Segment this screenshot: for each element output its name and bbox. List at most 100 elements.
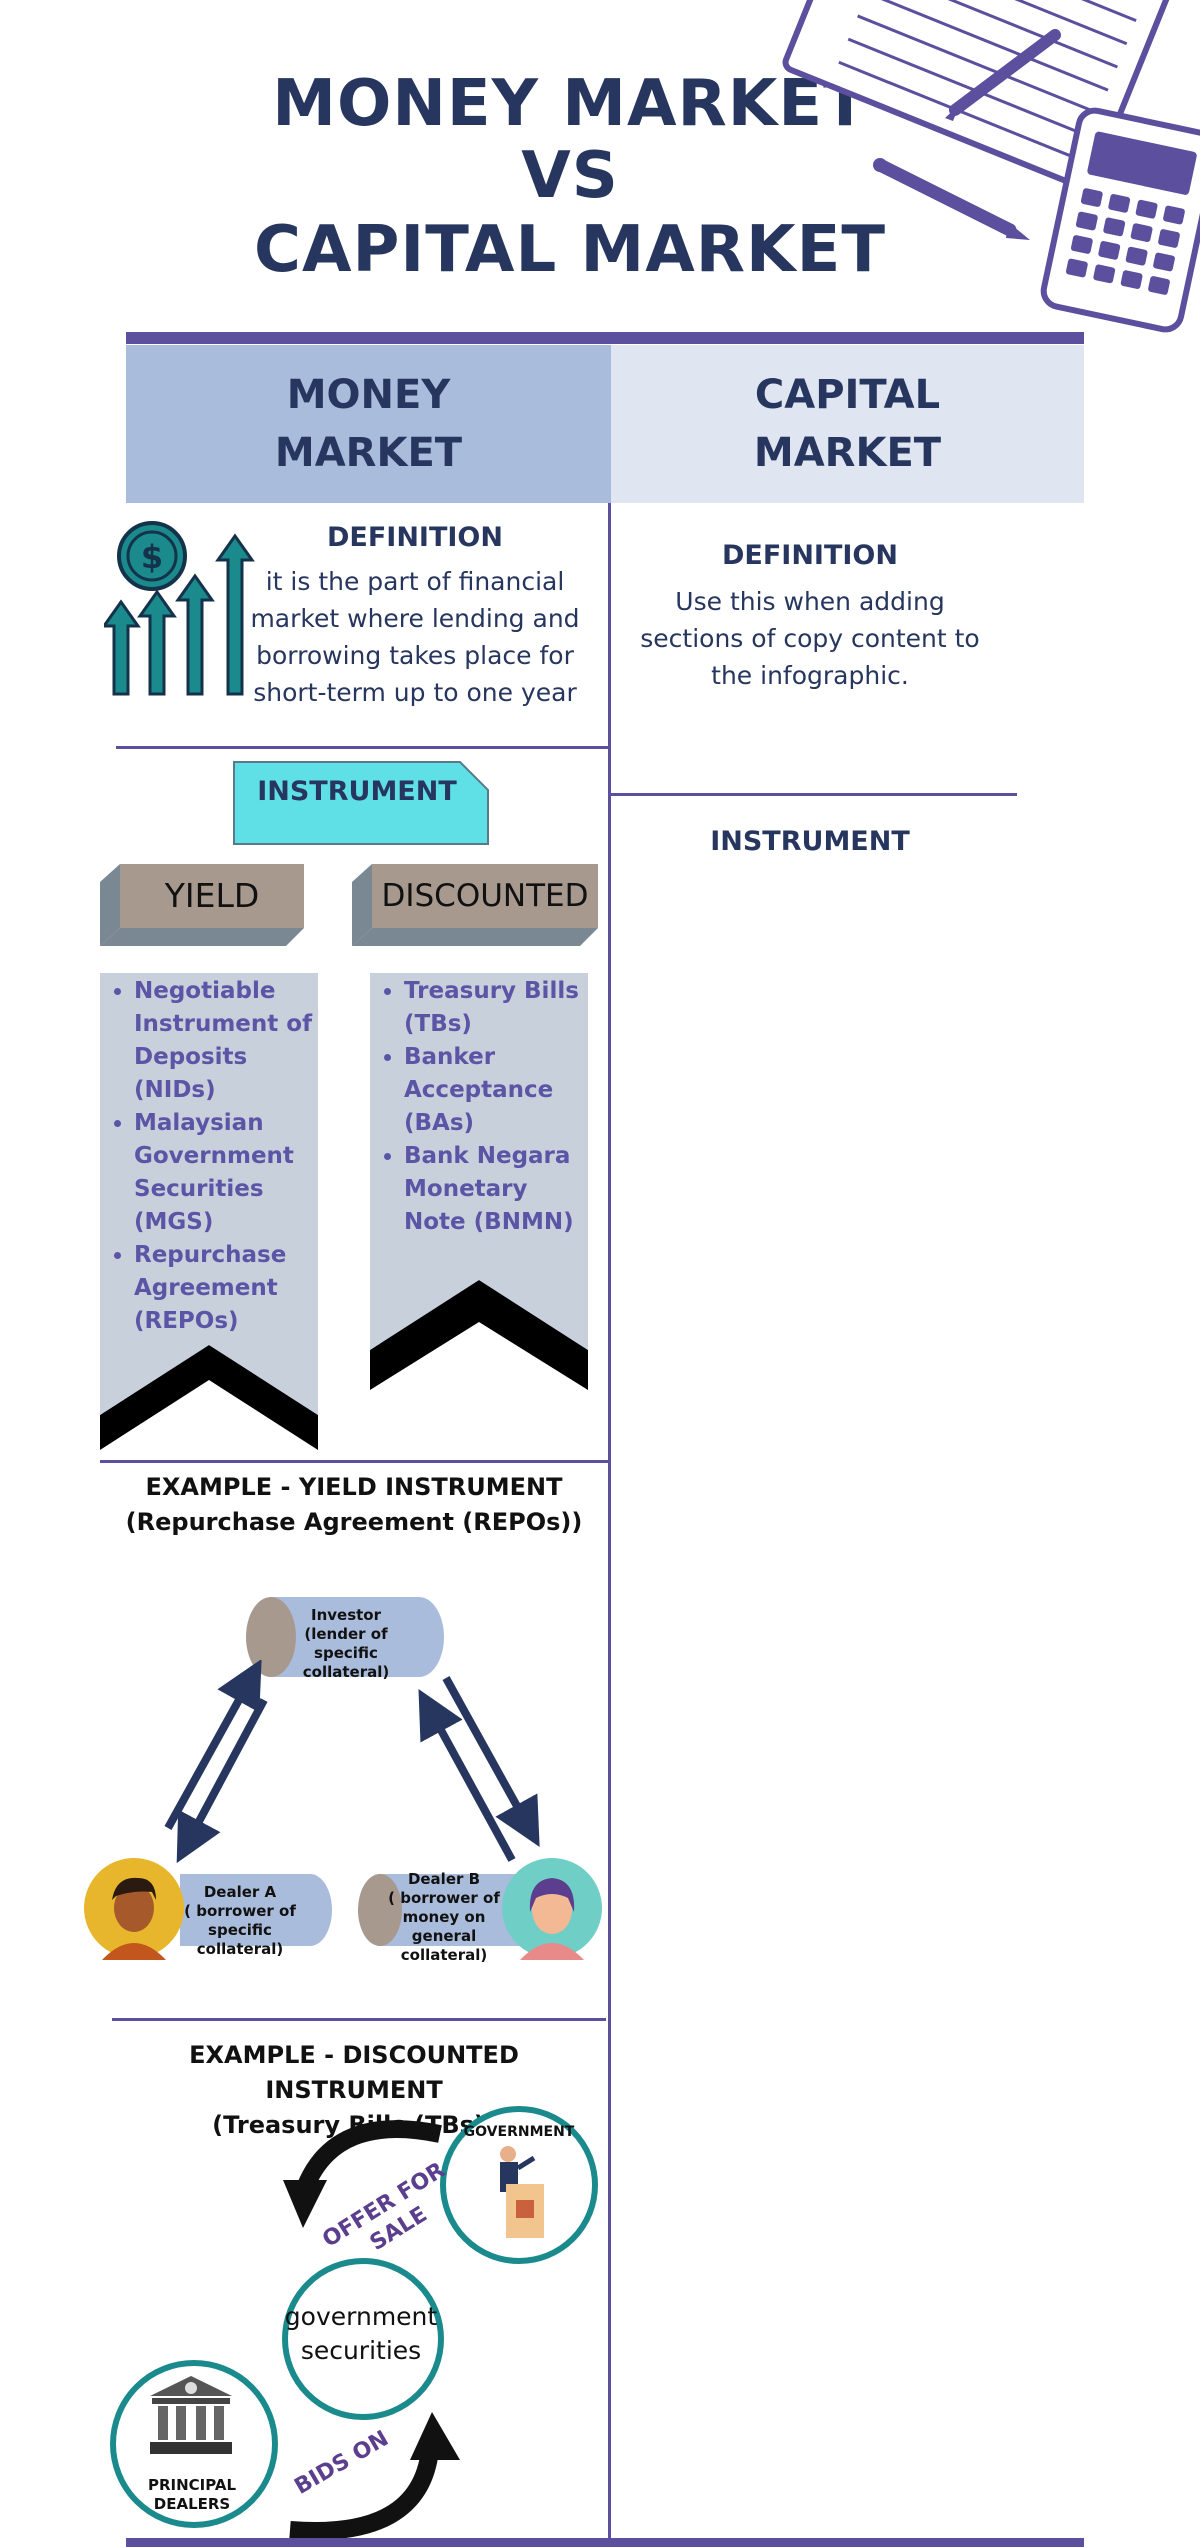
list-item: Repurchase Agreement (REPOs) <box>134 1239 318 1338</box>
yield-chevron-shape <box>100 1345 318 1450</box>
list-item-line: Repurchase <box>134 1242 287 1268</box>
list-item: Banker Acceptance (BAs) <box>404 1041 588 1140</box>
title-line-2: VS <box>521 139 619 213</box>
capital-definition-divider <box>611 793 1017 796</box>
calculator-icon <box>1040 107 1200 333</box>
center-line: securities <box>300 2336 422 2365</box>
government-securities-label: government securities <box>276 2300 446 2368</box>
dealer-a-avatar <box>84 1858 184 1960</box>
money-header-line1: MONEY <box>286 372 451 418</box>
header-top-rule <box>126 332 1084 344</box>
list-item: Negotiable Instrument of Deposits (NIDs) <box>134 975 318 1107</box>
yield-label: YIELD <box>164 876 260 915</box>
dealer-a-line: ( borrower of <box>184 1902 296 1920</box>
instrument-label: INSTRUMENT <box>257 776 457 807</box>
money-definition-title: DEFINITION <box>326 522 503 553</box>
dealer-a-cylinder <box>180 1874 332 1946</box>
list-item-line: (BAs) <box>404 1110 475 1136</box>
list-item-line: Negotiable <box>134 978 276 1004</box>
capital-definition-title: DEFINITION <box>721 540 898 571</box>
investor-cylinder <box>246 1597 444 1677</box>
principal-dealers-label: PRINCIPAL DEALERS <box>116 2476 268 2514</box>
money-definition-divider <box>116 746 608 749</box>
footer-rule <box>126 2538 1084 2547</box>
example-yield-title-line2: (Repurchase Agreement (REPOs)) <box>125 1508 583 1536</box>
government-securities-circle <box>282 2258 444 2420</box>
dealer-a-line: Dealer A <box>203 1883 277 1901</box>
investor-line: collateral) <box>302 1663 390 1681</box>
principal-line: DEALERS <box>153 2495 231 2513</box>
capital-instrument-title: INSTRUMENT <box>710 826 910 857</box>
list-item-line: Deposits <box>134 1044 248 1070</box>
list-item-line: Banker <box>404 1044 496 1070</box>
column-divider <box>608 503 611 2547</box>
pen-icon-2 <box>873 158 1030 240</box>
title-line-1: MONEY MARKET <box>272 67 868 141</box>
dealer-b-line: money on general <box>402 1908 486 1945</box>
money-definition-line: it is the part of financial <box>265 567 565 596</box>
dealer-b-label: Dealer B ( borrower of money on general … <box>370 1870 518 1965</box>
capital-header-line1: CAPITAL <box>754 372 941 418</box>
money-definition-text: it is the part of financial market where… <box>250 563 580 711</box>
dealer-a-line: specific collateral) <box>196 1921 284 1958</box>
principal-line: PRINCIPAL <box>147 2476 237 2494</box>
discounted-instrument-list: Treasury Bills (TBs) Banker Acceptance (… <box>370 973 588 1303</box>
list-item-line: (MGS) <box>134 1209 214 1235</box>
center-line: government <box>284 2302 438 2331</box>
capital-definition-text: Use this when adding sections of copy co… <box>630 583 990 694</box>
list-item-line: Agreement <box>134 1275 278 1301</box>
dealer-b-cylinder <box>358 1874 526 1946</box>
dealer-a-label: Dealer A ( borrower of specific collater… <box>178 1883 302 1959</box>
list-item: Bank Negara Monetary Note (BNMN) <box>404 1140 588 1239</box>
growth-arrows-icon: $ <box>104 521 255 696</box>
yield-tag-3d <box>100 864 304 946</box>
capital-definition-line: the infographic. <box>711 661 909 690</box>
instrument-tag-shape <box>233 761 489 845</box>
list-item-line: (NIDs) <box>134 1077 216 1103</box>
capital-definition-line: sections of copy content to <box>640 624 980 653</box>
investor-line: (lender of specific <box>304 1625 388 1662</box>
list-item-line: Malaysian <box>134 1110 264 1136</box>
speaker-podium-icon <box>500 2146 544 2238</box>
money-header-line2: MARKET <box>274 430 463 476</box>
list-item-line: Securities <box>134 1176 264 1202</box>
dealer-b-avatar <box>502 1858 602 1960</box>
flow-arrows <box>164 1660 540 1864</box>
bids-on-text: BIDS ON <box>291 2426 393 2500</box>
bank-building-icon <box>150 2376 232 2454</box>
yield-instrument-list: Negotiable Instrument of Deposits (NIDs)… <box>100 973 318 1373</box>
list-item-line: Government <box>134 1143 294 1169</box>
list-item-line: (TBs) <box>404 1011 472 1037</box>
money-market-header: MONEY MARKET <box>126 345 611 503</box>
capital-definition-line: Use this when adding <box>675 587 945 616</box>
discounted-tag-3d <box>352 864 598 946</box>
curved-arrow-top <box>283 2120 442 2228</box>
dealer-b-line: ( borrower of <box>388 1889 500 1907</box>
list-item-line: Instrument of <box>134 1011 313 1037</box>
money-definition-line: market where lending and <box>250 604 580 633</box>
curved-arrow-bottom <box>289 2412 460 2540</box>
example-yield-title: EXAMPLE - YIELD INSTRUMENT (Repurchase A… <box>100 1470 608 1540</box>
title-line-3: CAPITAL MARKET <box>254 213 886 287</box>
arrow-icon <box>164 1660 540 1864</box>
pen-icon <box>945 29 1061 121</box>
notebook-illustration <box>782 0 1200 333</box>
example-discounted-title: EXAMPLE - DISCOUNTED INSTRUMENT (Treasur… <box>100 2038 608 2143</box>
capital-header-line2: MARKET <box>753 430 942 476</box>
notebook-icon <box>782 0 1176 191</box>
dealer-b-line: Dealer B <box>407 1870 481 1888</box>
government-label: GOVERNMENT <box>463 2124 575 2140</box>
discounted-chevron-shape <box>370 1278 588 1390</box>
example-yield-title-line1: EXAMPLE - YIELD INSTRUMENT <box>145 1473 563 1501</box>
bids-on-label: BIDS ON <box>291 2426 393 2500</box>
money-definition-line: borrowing takes place for <box>256 641 574 670</box>
dealer-b-line: collateral) <box>400 1946 488 1964</box>
investor-line: Investor <box>310 1606 381 1624</box>
example-divider <box>112 2018 606 2021</box>
list-item-line: Acceptance <box>404 1077 554 1103</box>
instrument-section-divider <box>100 1460 608 1463</box>
list-item: Treasury Bills (TBs) <box>404 975 588 1041</box>
example-discounted-title-line1: EXAMPLE - DISCOUNTED INSTRUMENT <box>189 2041 519 2104</box>
investor-label: Investor (lender of specific collateral) <box>270 1606 422 1682</box>
list-item-line: Treasury Bills <box>404 978 579 1004</box>
